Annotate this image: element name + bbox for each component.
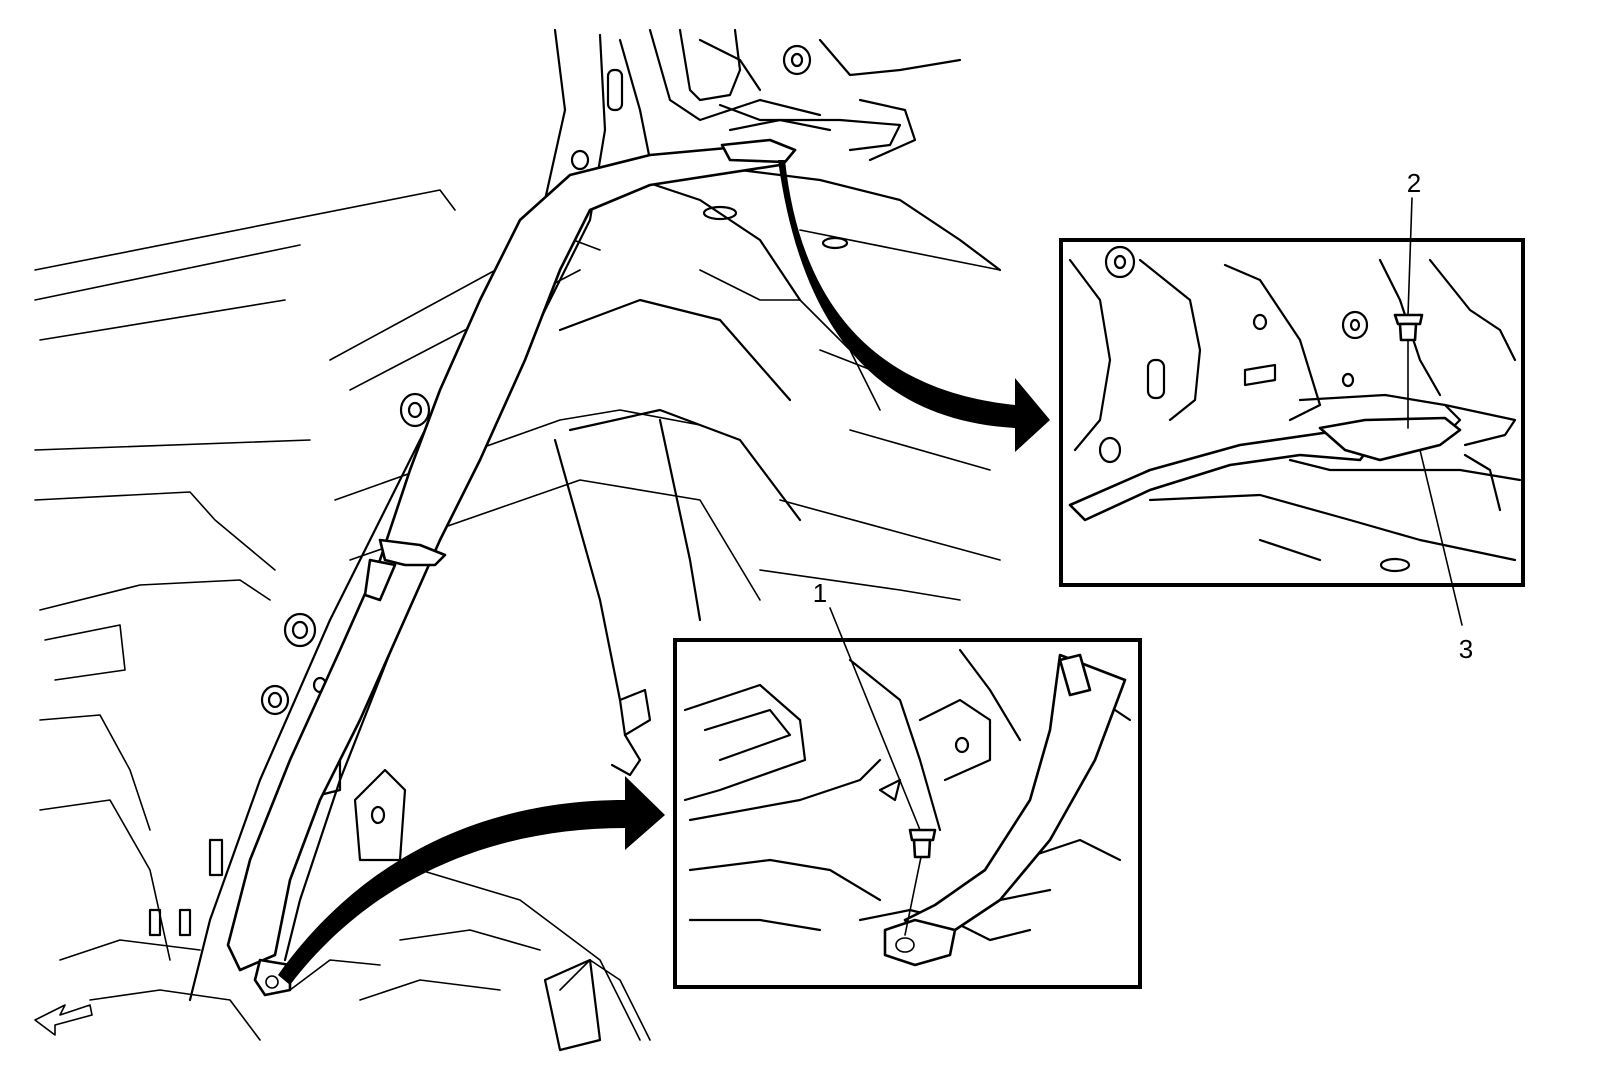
- lower-inset-lineart: [683, 648, 1132, 942]
- callout-3: 3: [1419, 449, 1473, 664]
- upper-detail-inset: [1059, 238, 1525, 587]
- callout-2: 2: [1407, 168, 1421, 316]
- callout-3-label: 3: [1459, 634, 1473, 664]
- callout-1: 1: [813, 578, 921, 831]
- main-view: [34, 28, 1050, 1052]
- upper-inset-frame: [1059, 238, 1525, 587]
- callout-1-label: 1: [813, 578, 827, 608]
- seat-belt-webbing-main: [226, 138, 797, 997]
- bolt-icon: [904, 828, 937, 936]
- rear-seat-back: [553, 178, 802, 702]
- detail-arrow-lower: [278, 776, 665, 985]
- anchor-plate-lower: [883, 918, 957, 967]
- buckle-main: [543, 688, 652, 1052]
- belt-guide-lower: [1058, 653, 1092, 697]
- anchor-plate-upper: [1318, 416, 1462, 462]
- upper-anchor-area: [678, 28, 1002, 272]
- callout-2-label: 2: [1407, 168, 1421, 198]
- detail-arrow-upper: [778, 160, 1050, 452]
- seat-belt-webbing-upper-inset: [1068, 430, 1377, 522]
- lower-detail-inset: [673, 638, 1142, 989]
- bolt-icon: [1393, 313, 1424, 429]
- forward-direction-arrow: [34, 1004, 93, 1036]
